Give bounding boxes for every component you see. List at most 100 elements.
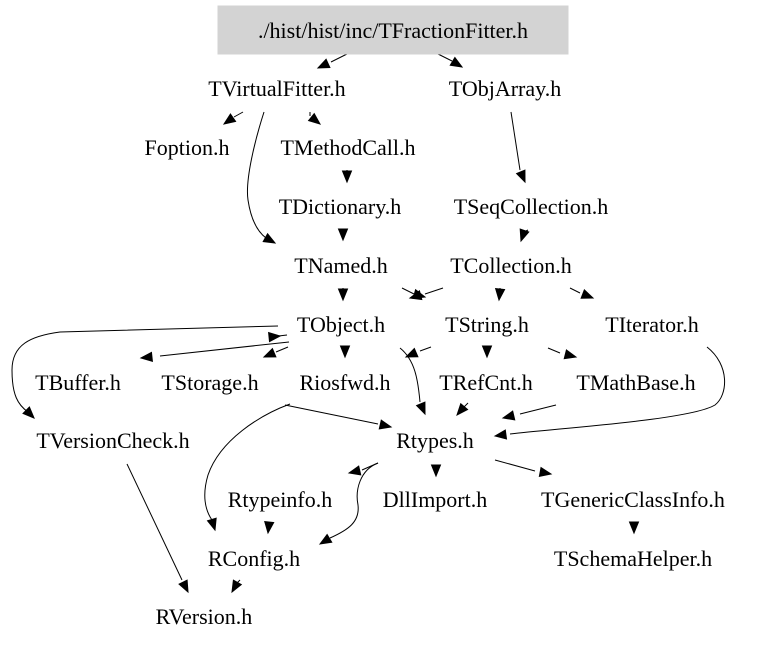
- edge-line: [569, 287, 581, 294]
- edge-line: [126, 463, 183, 581]
- edge-line: [509, 346, 726, 435]
- edge-TVersionCheck-to-RVersion: [126, 463, 189, 594]
- edge-line: [399, 347, 421, 403]
- arrowhead-icon: [415, 401, 426, 416]
- edge-TCollection-to-TObject: [408, 287, 444, 301]
- node-root[interactable]: ./hist/hist/inc/TFractionFitter.h: [217, 5, 569, 55]
- edge-Rtypes-to-TGenericClassInfo: [494, 459, 553, 478]
- node-label: TDictionary.h: [279, 194, 402, 219]
- edge-line: [510, 111, 521, 171]
- edge-line: [284, 404, 379, 425]
- arrowhead-icon: [494, 288, 506, 302]
- node-Foption[interactable]: Foption.h: [145, 135, 230, 160]
- arrowhead-icon: [262, 347, 277, 358]
- root-node-box: [217, 5, 569, 55]
- arrowhead-icon: [456, 402, 469, 417]
- edge-TSeqCollection-to-TCollection: [519, 228, 530, 243]
- edge-TStorage-to-Rtypes: [284, 404, 393, 430]
- edge-root-to-TVirtualFitter: [316, 53, 348, 69]
- arrowhead-icon: [515, 169, 526, 184]
- edge-TGenericClassInfo-to-TSchemaHelper: [628, 521, 640, 535]
- edge-TVirtualFitter-to-Foption: [222, 111, 244, 125]
- arrowhead-icon: [264, 520, 275, 535]
- node-TVirtualFitter[interactable]: TVirtualFitter.h: [208, 76, 345, 101]
- node-TMathBase[interactable]: TMathBase.h: [576, 370, 695, 395]
- edge-line: [494, 459, 536, 472]
- node-label: TGenericClassInfo.h: [541, 487, 725, 512]
- edge-Rtypes-to-DllImport: [430, 464, 442, 478]
- node-label: ./hist/hist/inc/TFractionFitter.h: [258, 18, 528, 43]
- node-TRefCnt[interactable]: TRefCnt.h: [439, 370, 533, 395]
- edge-line: [329, 462, 379, 539]
- node-TStorage[interactable]: TStorage.h: [161, 370, 258, 395]
- edge-Rtypeinfo-to-RConfig: [264, 520, 275, 535]
- node-TObject[interactable]: TObject.h: [297, 312, 385, 337]
- node-TIterator[interactable]: TIterator.h: [605, 312, 698, 337]
- node-TGenericClassInfo[interactable]: TGenericClassInfo.h: [541, 487, 725, 512]
- arrowhead-icon: [501, 410, 516, 421]
- node-TSeqCollection[interactable]: TSeqCollection.h: [454, 194, 609, 219]
- node-Riosfwd[interactable]: Riosfwd.h: [299, 370, 390, 395]
- node-TString[interactable]: TString.h: [445, 312, 529, 337]
- arrowhead-icon: [378, 419, 393, 430]
- node-TMethodCall[interactable]: TMethodCall.h: [280, 135, 415, 160]
- edge-line: [419, 346, 432, 352]
- arrowhead-icon: [206, 517, 217, 532]
- arrowhead-icon: [22, 406, 35, 419]
- edge-TDictionary-to-TNamed: [337, 228, 349, 242]
- node-label: TIterator.h: [605, 312, 698, 337]
- node-TSchemaHelper[interactable]: TSchemaHelper.h: [554, 546, 712, 571]
- edge-line: [11, 325, 279, 413]
- node-label: Rtypes.h: [396, 428, 474, 453]
- edge-TIterator-to-Rtypes: [493, 346, 726, 440]
- edge-TMethodCall-to-TDictionary: [341, 170, 353, 184]
- edge-TCollection-to-TIterator: [569, 287, 595, 299]
- arrowhead-icon: [139, 351, 153, 363]
- node-label: TSchemaHelper.h: [554, 546, 712, 571]
- node-DllImport[interactable]: DllImport.h: [383, 487, 488, 512]
- node-TNamed[interactable]: TNamed.h: [294, 253, 387, 278]
- node-RVersion[interactable]: RVersion.h: [156, 604, 253, 629]
- arrowhead-icon: [318, 533, 333, 545]
- arrowhead-icon: [580, 288, 595, 299]
- edge-TObject-to-TBuffer: [139, 341, 290, 363]
- node-TObjArray[interactable]: TObjArray.h: [449, 76, 561, 101]
- edge-TNamed-to-TObject: [337, 288, 349, 302]
- arrowhead-icon: [628, 521, 640, 535]
- node-Rtypeinfo[interactable]: Rtypeinfo.h: [228, 487, 333, 512]
- arrowhead-icon: [519, 228, 530, 243]
- edges-layer: [11, 53, 726, 594]
- node-label: Riosfwd.h: [299, 370, 390, 395]
- node-label: Rtypeinfo.h: [228, 487, 333, 512]
- node-label: TNamed.h: [294, 253, 387, 278]
- edge-line: [204, 403, 291, 521]
- edge-line: [246, 111, 267, 239]
- arrowhead-icon: [563, 349, 578, 360]
- arrowhead-icon: [231, 579, 243, 594]
- node-RConfig[interactable]: RConfig.h: [208, 546, 300, 571]
- edge-TVirtualFitter-to-TNamed: [246, 111, 277, 244]
- nodes-layer: ./hist/hist/inc/TFractionFitter.hTVirtua…: [35, 5, 725, 629]
- arrowhead-icon: [337, 228, 349, 242]
- node-label: TCollection.h: [450, 253, 572, 278]
- node-label: TRefCnt.h: [439, 370, 533, 395]
- arrowhead-icon: [404, 347, 419, 358]
- arrowhead-icon: [449, 56, 464, 68]
- arrowhead-icon: [262, 232, 277, 244]
- arrowhead-icon: [307, 112, 322, 125]
- arrowhead-icon: [337, 288, 349, 302]
- node-TBuffer[interactable]: TBuffer.h: [35, 370, 121, 395]
- arrowhead-icon: [339, 345, 351, 359]
- node-Rtypes[interactable]: Rtypes.h: [396, 428, 474, 453]
- arrowhead-icon: [178, 579, 189, 594]
- node-TCollection[interactable]: TCollection.h: [450, 253, 572, 278]
- edge-TString-to-Riosfwd: [404, 346, 432, 358]
- node-TVersionCheck[interactable]: TVersionCheck.h: [36, 428, 189, 453]
- edge-TBuffer-to-TObject: [268, 331, 288, 343]
- edge-line: [424, 287, 444, 295]
- node-TDictionary[interactable]: TDictionary.h: [279, 194, 402, 219]
- node-label: TObjArray.h: [449, 76, 561, 101]
- edge-TString-to-TMathBase: [547, 347, 578, 360]
- edge-TVirtualFitter-to-TMethodCall: [307, 112, 322, 125]
